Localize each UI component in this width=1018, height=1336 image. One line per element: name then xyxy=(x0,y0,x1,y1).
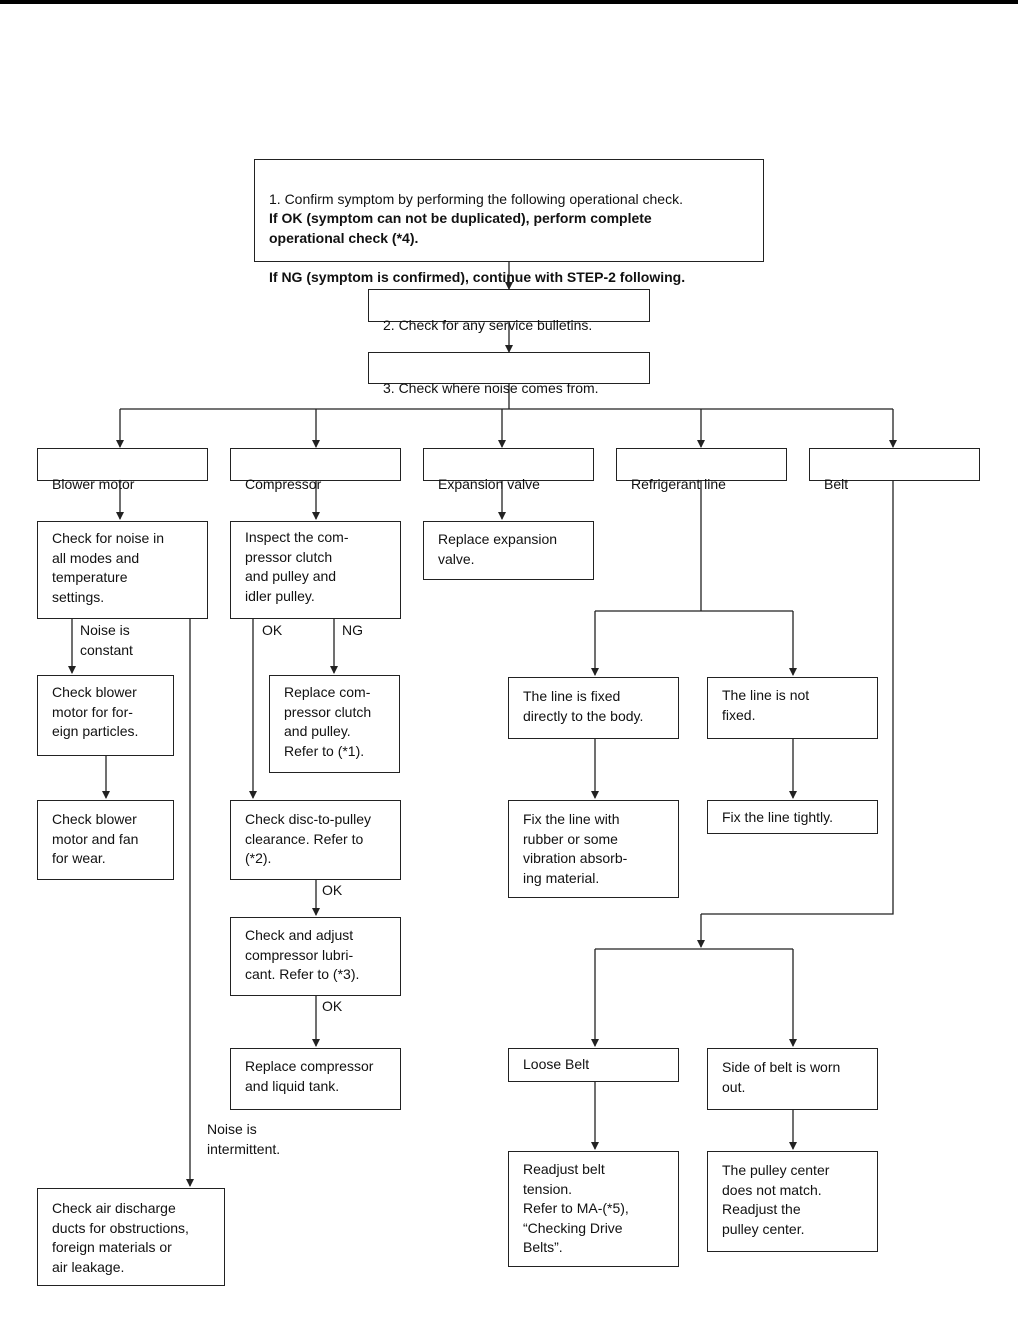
compressor-check-disc-box: Check disc-to-pulley clearance. Refer to… xyxy=(230,800,401,880)
belt-worn-box: Side of belt is worn out. xyxy=(707,1048,878,1110)
step1-text: 1. Confirm symptom by performing the fol… xyxy=(269,190,683,207)
category-refrigerant-line: Refrigerant line xyxy=(616,448,787,492)
blower-check-noise-box: Check for noise in all modes and tempera… xyxy=(37,521,208,619)
blower-check-ducts-box: Check air discharge ducts for obstructio… xyxy=(37,1188,225,1286)
step2-service-bulletins-box: 2. Check for any service bulletins. xyxy=(368,289,650,333)
blower-check-wear-box: Check blower motor and fan for wear. xyxy=(37,800,174,880)
compressor-replace-compressor-box: Replace compressor and liquid tank. xyxy=(230,1048,401,1110)
compressor-check-lubricant-box: Check and adjust compressor lubri- cant.… xyxy=(230,917,401,996)
category-refrigerant-line-label: Refrigerant line xyxy=(631,475,726,492)
category-compressor: Compressor xyxy=(230,448,401,492)
compressor-replace-clutch-box: Replace com- pressor clutch and pulley. … xyxy=(269,675,400,773)
compressor-ok-label-2: OK xyxy=(322,882,343,898)
refrigerant-fix-rubber-box: Fix the line with rubber or some vibrati… xyxy=(508,800,679,898)
category-compressor-label: Compressor xyxy=(245,475,322,492)
refrigerant-line-not-fixed-box: The line is not fixed. xyxy=(707,677,878,739)
belt-loose-box: Loose Belt xyxy=(508,1048,679,1082)
category-belt-label: Belt xyxy=(824,475,849,492)
top-rule xyxy=(0,0,1018,4)
compressor-ok-label-1: OK xyxy=(262,622,283,638)
step1-if-ok: If OK (symptom can not be duplicated), p… xyxy=(269,210,652,246)
belt-pulley-center-box: The pulley center does not match. Readju… xyxy=(707,1151,878,1252)
step3-noise-source-box: 3. Check where noise comes from. xyxy=(368,352,650,396)
blower-check-particles-box: Check blower motor for for- eign particl… xyxy=(37,675,174,756)
category-belt: Belt xyxy=(809,448,980,492)
refrigerant-fix-tight-box: Fix the line tightly. xyxy=(707,800,878,834)
step3-text: 3. Check where noise comes from. xyxy=(383,379,599,396)
category-expansion-valve-label: Expansion valve xyxy=(438,475,540,492)
compressor-inspect-box: Inspect the com- pressor clutch and pull… xyxy=(230,521,401,619)
step1-confirm-symptom-box: 1. Confirm symptom by performing the fol… xyxy=(254,159,764,285)
compressor-ok-label-3: OK xyxy=(322,998,343,1014)
category-blower-motor: Blower motor xyxy=(37,448,208,492)
belt-readjust-tension-box: Readjust belt tension. Refer to MA-(*5),… xyxy=(508,1151,679,1267)
refrigerant-line-fixed-box: The line is fixed directly to the body. xyxy=(508,677,679,739)
step1-if-ng: If NG (symptom is confirmed), continue w… xyxy=(269,268,686,285)
blower-noise-constant-label: Noise is constant xyxy=(80,622,133,658)
expansion-replace-box: Replace expansion valve. xyxy=(423,521,594,580)
category-blower-motor-label: Blower motor xyxy=(52,475,135,492)
category-expansion-valve: Expansion valve xyxy=(423,448,594,492)
blower-noise-intermittent-label: Noise is intermittent. xyxy=(207,1121,281,1157)
step2-text: 2. Check for any service bulletins. xyxy=(383,316,593,333)
compressor-ng-label: NG xyxy=(342,622,363,638)
